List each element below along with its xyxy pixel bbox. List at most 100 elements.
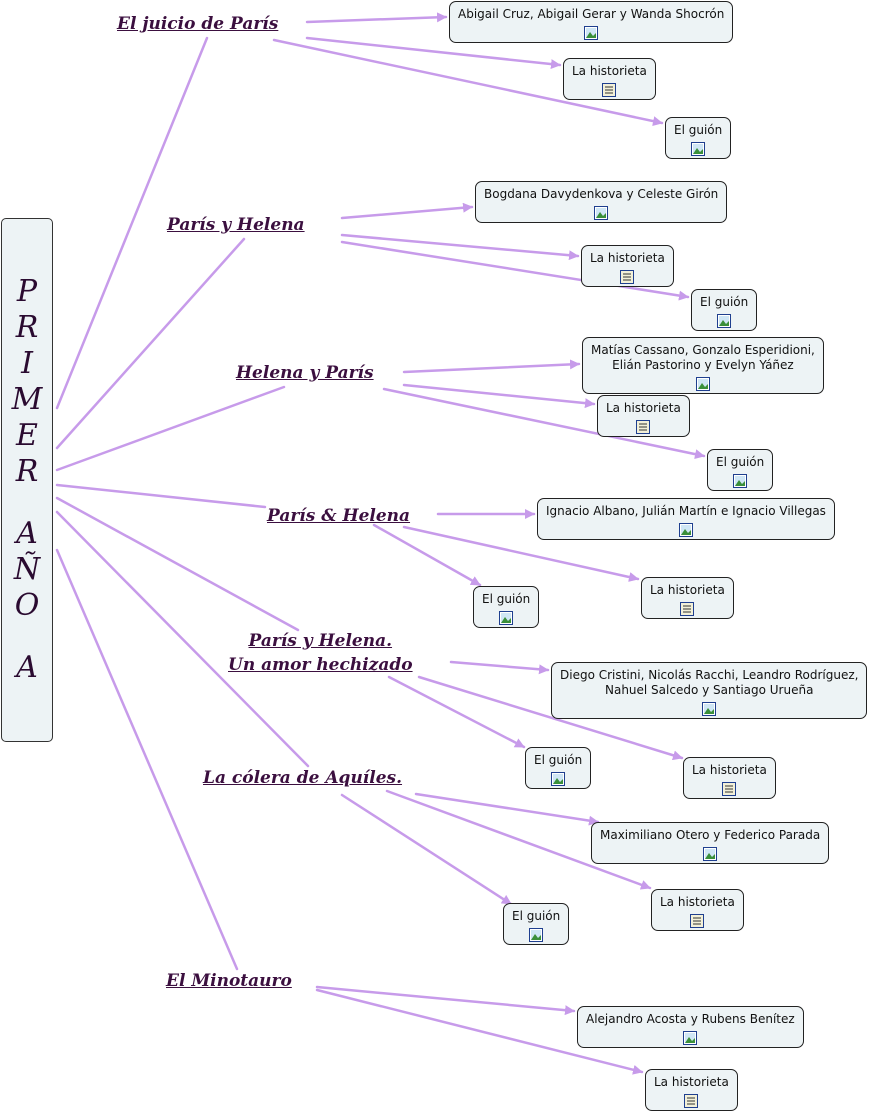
- node-historieta-group-4[interactable]: La historieta: [641, 577, 734, 619]
- node-historieta-group-6[interactable]: La historieta: [651, 889, 744, 931]
- node-guion-group-2[interactable]: El guión: [691, 289, 758, 331]
- root-node-primer-ano-a[interactable]: P R I M E R A Ñ O A: [1, 218, 53, 742]
- arrow-connector-11: [372, 523, 482, 587]
- document-icon[interactable]: [680, 602, 695, 616]
- root-letter: R: [15, 454, 39, 489]
- image-icon[interactable]: [695, 377, 710, 391]
- node-historieta-group-3[interactable]: La historieta: [597, 395, 690, 437]
- node-label: Elián Pastorino y Evelyn Yáñez: [612, 358, 794, 372]
- image-icon[interactable]: [683, 1031, 698, 1045]
- node-label: El guión: [700, 295, 749, 309]
- node-label: Alejandro Acosta y Rubens Benítez: [586, 1012, 795, 1026]
- document-icon[interactable]: [722, 782, 737, 796]
- node-label: La historieta: [650, 583, 725, 597]
- arrow-connector-6: [340, 240, 690, 301]
- node-team-group-4[interactable]: Ignacio Albano, Julián Martín e Ignacio …: [537, 498, 835, 540]
- node-historieta-group-2[interactable]: La historieta: [581, 245, 674, 287]
- arrow-connector-5: [340, 233, 580, 261]
- root-letter: P: [16, 274, 38, 309]
- topic-line: París y Helena.: [248, 631, 393, 651]
- root-letter: R: [15, 310, 39, 345]
- image-icon[interactable]: [703, 847, 718, 861]
- node-label: El guión: [674, 123, 723, 137]
- root-letter: A: [16, 650, 38, 685]
- node-guion-group-4[interactable]: El guión: [473, 586, 540, 628]
- node-label: Nahuel Salcedo y Santiago Urueña: [604, 683, 814, 697]
- document-icon[interactable]: [620, 270, 635, 284]
- arrow-connector-7: [402, 359, 581, 374]
- arrow-connector-13: [449, 660, 550, 675]
- image-icon[interactable]: [529, 928, 544, 942]
- node-label: La historieta: [590, 251, 665, 265]
- node-team-group-5[interactable]: Diego Cristini, Nicolás Racchi, Leandro …: [551, 662, 868, 719]
- image-icon[interactable]: [702, 702, 717, 716]
- node-label: Matías Cassano, Gonzalo Esperidioni,: [591, 343, 815, 357]
- node-label: El guión: [716, 455, 765, 469]
- arrow-connector-18: [340, 793, 513, 906]
- topic-line: El juicio de París: [117, 14, 279, 34]
- root-letter: M: [11, 382, 43, 417]
- topic-paris-y-helena-un-amor-hechizado[interactable]: París y Helena. Un amor hechizado: [228, 629, 413, 677]
- node-team-group-1[interactable]: Abigail Cruz, Abigail Gerar y Wanda Shoc…: [449, 1, 734, 43]
- node-team-group-2[interactable]: Bogdana Davydenkova y Celeste Girón: [475, 181, 728, 223]
- arrow-connector-19: [315, 985, 576, 1016]
- image-icon[interactable]: [678, 523, 693, 537]
- root-letter: O: [14, 588, 40, 623]
- arrow-connector-9: [382, 387, 706, 460]
- topic-line: Helena y París: [236, 363, 374, 383]
- image-icon[interactable]: [551, 772, 566, 786]
- topic-line: París & Helena: [267, 506, 411, 526]
- topic-la-colera-de-aquiles[interactable]: La cólera de Aquíles.: [203, 766, 402, 790]
- topic-paris-y-helena[interactable]: París y Helena: [167, 213, 305, 237]
- node-label: La historieta: [654, 1075, 729, 1089]
- node-guion-group-5[interactable]: El guión: [525, 747, 592, 789]
- root-connector-1: [55, 36, 209, 410]
- arrow-connector-4: [340, 202, 474, 220]
- node-label: La historieta: [606, 401, 681, 415]
- document-icon[interactable]: [690, 914, 705, 928]
- node-label: Abigail Cruz, Abigail Gerar y Wanda Shoc…: [458, 7, 725, 21]
- node-label: Diego Cristini, Nicolás Racchi, Leandro …: [560, 668, 859, 682]
- node-team-group-3[interactable]: Matías Cassano, Gonzalo Esperidioni, Eli…: [582, 337, 824, 394]
- arrow-connector-17: [385, 789, 652, 890]
- image-icon[interactable]: [691, 142, 706, 156]
- node-team-group-6[interactable]: Maximiliano Otero y Federico Parada: [591, 822, 830, 864]
- image-icon[interactable]: [733, 474, 748, 488]
- node-team-group-7[interactable]: Alejandro Acosta y Rubens Benítez: [577, 1006, 804, 1048]
- node-guion-group-3[interactable]: El guión: [707, 449, 774, 491]
- image-icon[interactable]: [584, 26, 599, 40]
- root-letter: A: [16, 516, 38, 551]
- root-connector-4: [55, 483, 267, 509]
- node-historieta-group-7[interactable]: La historieta: [645, 1069, 738, 1111]
- topic-line: Un amor hechizado: [228, 655, 413, 675]
- root-letter: Ñ: [13, 552, 41, 587]
- node-historieta-group-5[interactable]: La historieta: [683, 757, 776, 799]
- image-icon[interactable]: [499, 611, 514, 625]
- arrow-connector-3: [272, 38, 664, 127]
- node-guion-group-1[interactable]: El guión: [665, 117, 732, 159]
- root-letter: E: [16, 418, 38, 453]
- arrow-connector-15: [417, 675, 684, 761]
- root-connector-2: [55, 237, 246, 450]
- topic-el-minotauro[interactable]: El Minotauro: [166, 969, 292, 993]
- image-icon[interactable]: [717, 314, 732, 328]
- root-connector-7: [55, 548, 239, 971]
- topic-helena-y-paris[interactable]: Helena y París: [236, 361, 374, 385]
- topic-line: El Minotauro: [166, 971, 292, 991]
- root-connector-5: [55, 496, 300, 632]
- node-historieta-group-1[interactable]: La historieta: [563, 58, 656, 100]
- arrow-connector-1: [305, 12, 448, 24]
- topic-paris-and-helena[interactable]: París & Helena: [267, 504, 410, 528]
- root-connector-3: [55, 385, 286, 472]
- topic-el-juicio-de-paris[interactable]: El juicio de París: [117, 12, 278, 36]
- node-guion-group-6[interactable]: El guión: [503, 903, 570, 945]
- node-label: La historieta: [692, 763, 767, 777]
- document-icon[interactable]: [636, 420, 651, 434]
- root-connector-6: [55, 510, 310, 768]
- arrow-connector-20: [315, 988, 644, 1075]
- image-icon[interactable]: [594, 206, 609, 220]
- document-icon[interactable]: [602, 83, 617, 97]
- document-icon[interactable]: [684, 1094, 699, 1108]
